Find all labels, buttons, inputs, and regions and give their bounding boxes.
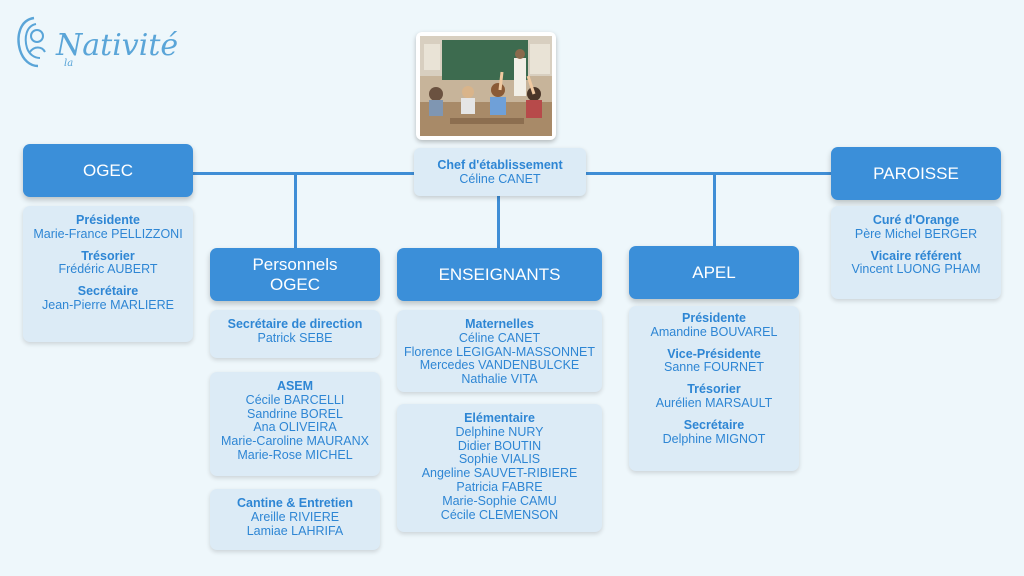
enseignants-card-elementaire: Elémentaire Delphine NURY Didier BOUTIN … — [397, 404, 602, 532]
apel-role: Secrétaire — [683, 417, 745, 432]
chef-role: Chef d'établissement — [437, 158, 563, 172]
apel-name: Delphine MIGNOT — [662, 431, 766, 446]
logo-prefix: la — [64, 58, 74, 69]
ogec-title: OGEC — [82, 160, 134, 180]
ogec-name: Jean-Pierre MARLIERE — [42, 297, 174, 312]
enseignants-card-maternelles: Maternelles Céline CANET Florence LEGIGA… — [397, 310, 602, 392]
ogec-group: Présidente Marie-France PELLIZZONI — [23, 213, 193, 242]
personnels-card-asem: ASEM Cécile BARCELLI Sandrine BOREL Ana … — [210, 372, 380, 476]
connector-enseignants — [497, 196, 500, 248]
enseignants-header: ENSEIGNANTS — [397, 248, 602, 301]
classroom-image-icon — [420, 36, 552, 136]
cantine-name: Lamiae LAHRIFA — [246, 523, 344, 538]
maternelles-role: Maternelles — [465, 317, 534, 331]
elementaire-role: Elémentaire — [464, 411, 535, 425]
cantine-name: Areille RIVIERE — [250, 509, 340, 524]
ogec-group: Secrétaire Jean-Pierre MARLIERE — [23, 284, 193, 313]
elementaire-name: Cécile CLEMENSON — [440, 507, 559, 522]
asem-name: Marie-Caroline MAURANX — [221, 434, 369, 449]
ogec-name: Marie-France PELLIZZONI — [33, 226, 183, 241]
personnels-card-cantine: Cantine & Entretien Areille RIVIERE Lami… — [210, 489, 380, 550]
maternelles-name: Céline CANET — [458, 330, 541, 345]
ogec-card: Présidente Marie-France PELLIZZONI Tréso… — [23, 206, 193, 342]
apel-role: Trésorier — [687, 382, 741, 397]
personnels-header: Personnels OGEC — [210, 248, 380, 301]
connector-apel — [713, 172, 716, 246]
asem-name: Marie-Rose MICHEL — [237, 447, 353, 462]
personnels-title-line1: Personnels — [252, 254, 338, 274]
personnels-card-secretaire: Secrétaire de direction Patrick SEBE — [210, 310, 380, 358]
apel-group: Trésorier Aurélien MARSAULT — [629, 382, 799, 411]
maternelles-name: Nathalie VITA — [461, 372, 538, 387]
mother-child-logo-icon — [17, 16, 46, 68]
personnels-role: Secrétaire de direction — [227, 317, 363, 331]
ogec-header: OGEC — [23, 144, 193, 197]
apel-group: Vice-Présidente Sanne FOURNET — [629, 346, 799, 376]
personnels-name: Patrick SEBE — [257, 330, 333, 345]
apel-card: Présidente Amandine BOUVAREL Vice-Présid… — [629, 306, 799, 471]
ogec-role: Présidente — [76, 213, 140, 227]
apel-name: Sanne FOURNET — [663, 360, 765, 375]
apel-title: APEL — [692, 262, 736, 282]
elementaire-name: Sophie VIALIS — [458, 452, 541, 467]
cantine-role: Cantine & Entretien — [237, 496, 353, 510]
logo-text: Nativité — [56, 28, 179, 63]
chef-name: Céline CANET — [459, 172, 541, 186]
maternelles-name: Florence LEGIGAN-MASSONNET — [403, 344, 595, 359]
paroisse-card: Curé d'Orange Père Michel BERGER Vicaire… — [831, 206, 1001, 299]
asem-name: Cécile BARCELLI — [245, 392, 345, 407]
chef-card: Chef d'établissement Céline CANET — [414, 148, 586, 196]
connector-personnels — [294, 172, 297, 248]
ogec-group: Trésorier Frédéric AUBERT — [23, 248, 193, 278]
paroisse-name: Père Michel BERGER — [854, 226, 978, 241]
apel-name: Amandine BOUVAREL — [650, 324, 778, 339]
paroisse-role: Vicaire référent — [870, 248, 962, 263]
paroisse-header: PAROISSE — [831, 147, 1001, 200]
ogec-name: Frédéric AUBERT — [58, 262, 158, 277]
apel-header: APEL — [629, 246, 799, 299]
logo: la Nativité — [12, 12, 182, 72]
elementaire-name: Marie-Sophie CAMU — [442, 493, 557, 508]
ogec-role: Secrétaire — [77, 284, 139, 299]
paroisse-title: PAROISSE — [873, 163, 959, 183]
elementaire-name: Patricia FABRE — [456, 479, 543, 494]
apel-group: Présidente Amandine BOUVAREL — [629, 311, 799, 340]
elementaire-name: Delphine NURY — [455, 424, 544, 439]
asem-name: Ana OLIVEIRA — [253, 420, 337, 435]
paroisse-group: Curé d'Orange Père Michel BERGER — [831, 213, 1001, 242]
apel-role: Vice-Présidente — [667, 346, 761, 361]
classroom-photo — [416, 32, 556, 140]
paroisse-group: Vicaire référent Vincent LUONG PHAM — [831, 248, 1001, 278]
paroisse-role: Curé d'Orange — [872, 213, 960, 227]
ogec-role: Trésorier — [81, 248, 135, 263]
asem-name: Sandrine BOREL — [247, 406, 343, 421]
apel-role: Présidente — [682, 311, 746, 325]
elementaire-name: Angeline SAUVET-RIBIERE — [421, 466, 578, 481]
enseignants-title: ENSEIGNANTS — [438, 264, 561, 284]
personnels-title-line2: OGEC — [269, 274, 321, 294]
maternelles-name: Mercedes VANDENBULCKE — [419, 358, 580, 373]
asem-role: ASEM — [276, 379, 314, 393]
elementaire-name: Didier BOUTIN — [457, 438, 542, 453]
apel-name: Aurélien MARSAULT — [655, 395, 773, 410]
paroisse-name: Vincent LUONG PHAM — [851, 262, 981, 277]
apel-group: Secrétaire Delphine MIGNOT — [629, 417, 799, 447]
